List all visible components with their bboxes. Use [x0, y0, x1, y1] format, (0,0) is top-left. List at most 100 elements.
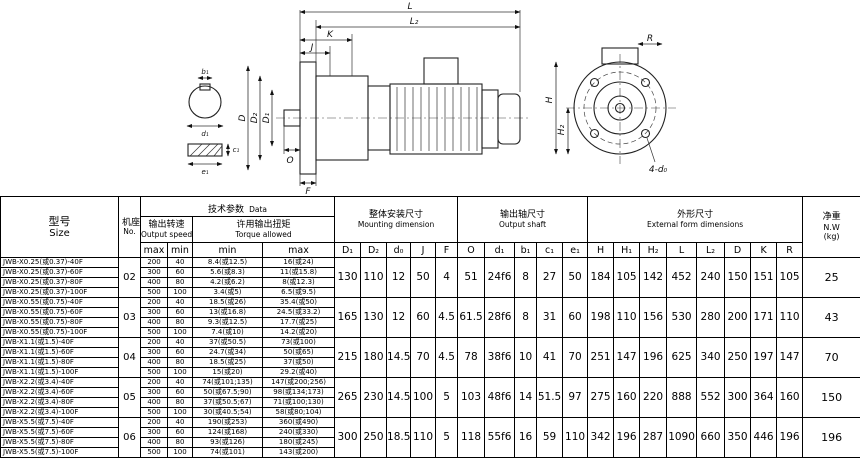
frame-no-cell: 04 [118, 337, 141, 378]
col-header-J: J [410, 242, 437, 258]
dim-cell: 8 [514, 257, 538, 298]
mounting-header-zh: 整体安装尺寸 [369, 209, 424, 220]
dim-cell: 197 [750, 337, 778, 378]
col-header-external: 外形尺寸 External form dimensions [587, 196, 804, 243]
speed-min-cell: 40 [167, 377, 193, 388]
dim-cell: 446 [750, 417, 778, 458]
model-cell: JWB-X5.5(或7.5)-40F [0, 417, 119, 428]
dim-cell: 251 [587, 337, 615, 378]
torque-max-cell: 16(或24) [261, 257, 336, 268]
dim-label-D2: D₂ [250, 112, 260, 123]
torque-max-cell: 37(或50) [261, 357, 336, 368]
dim-cell: 196 [639, 337, 668, 378]
dim-label-O: O [286, 156, 293, 166]
dim-cell: 250 [724, 337, 752, 378]
model-cell: JWB-X2.2(或3.4)-60F [0, 387, 119, 398]
col-header-D1: D₁ [334, 242, 362, 258]
col-header-L2: L₂ [696, 242, 726, 258]
speed-min-cell: 40 [167, 297, 193, 308]
dim-cell: 4.5 [435, 337, 459, 378]
col-header-F: F [435, 242, 459, 258]
col-header-mounting: 整体安装尺寸 Mounting dimension [334, 196, 459, 243]
torque-min-cell: 5.6(或8.3) [192, 267, 263, 278]
torque-max-cell: 6.5(或9.5) [261, 287, 336, 298]
col-header-e1: e₁ [562, 242, 589, 258]
dim-cell: 24f6 [484, 257, 516, 298]
dim-cell: 60 [410, 297, 437, 338]
torque-max-cell: 8(或12.3) [261, 277, 336, 288]
col-header-weight: 净重 N.W (kg) [802, 196, 860, 258]
dim-cell: 196 [776, 417, 804, 458]
speed-header-zh: 输出转速 [148, 219, 185, 230]
dim-cell: 452 [666, 257, 698, 298]
speed-header-en: Output speed [141, 229, 193, 239]
torque-header-zh: 许用输出扭矩 [236, 219, 291, 230]
col-header-model: 型号 Size [0, 196, 119, 258]
torque-min-cell: 37(或50.5) [192, 337, 263, 348]
col-header-K: K [750, 242, 778, 258]
dim-cell: 220 [639, 377, 668, 418]
spec-table: 型号 Size 机座号 No. 技术参数 Data 整体安装尺寸 Mountin… [0, 196, 860, 458]
speed-min-cell: 80 [167, 397, 193, 408]
dim-cell: 5 [435, 417, 459, 458]
dim-cell: 300 [724, 377, 752, 418]
mounting-header-en: Mounting dimension [357, 219, 435, 229]
speed-max-cell: 300 [140, 387, 168, 398]
frame-header-zh: 机座号 [122, 217, 141, 228]
torque-max-cell: 180(或245) [261, 437, 336, 448]
dim-cell: 142 [639, 257, 668, 298]
tech-header-zh: 技术参数 [208, 205, 245, 215]
speed-min-cell: 40 [167, 257, 193, 268]
speed-min-cell: 100 [167, 407, 193, 418]
col-header-speed-min: min [167, 242, 193, 258]
dim-label-R: R [647, 34, 653, 44]
dim-cell: 160 [613, 377, 641, 418]
torque-max-cell: 11(或15.8) [261, 267, 336, 278]
col-header-O: O [457, 242, 486, 258]
dim-label-d1: d₁ [201, 130, 208, 138]
dim-label-D: D [238, 114, 248, 121]
speed-min-cell: 40 [167, 417, 193, 428]
dim-cell: 48f6 [484, 377, 516, 418]
torque-min-cell: 50(或67.5;90) [192, 387, 263, 398]
dim-cell: 156 [639, 297, 668, 338]
dim-cell: 110 [360, 257, 388, 298]
dim-label-H2: H₂ [557, 124, 567, 135]
torque-max-cell: 24.5(或33.2) [261, 307, 336, 318]
dim-cell: 5 [435, 377, 459, 418]
speed-max-cell: 400 [140, 357, 168, 368]
frame-no-cell: 03 [118, 297, 141, 338]
dim-cell: 265 [334, 377, 362, 418]
dim-cell: 103 [457, 377, 486, 418]
dim-cell: 110 [776, 297, 804, 338]
technical-drawing: b₁ d₁ c₁ e₁ D D₂ D₁ [0, 0, 860, 196]
dim-cell: 196 [613, 417, 641, 458]
frame-no-cell: 05 [118, 377, 141, 418]
torque-max-cell: 35.4(或50) [261, 297, 336, 308]
dim-cell: 10 [514, 337, 538, 378]
dim-cell: 530 [666, 297, 698, 338]
dim-cell: 250 [360, 417, 388, 458]
model-header-en: Size [49, 228, 70, 240]
dim-cell: 888 [666, 377, 698, 418]
speed-max-cell: 300 [140, 307, 168, 318]
frame-no-cell: 02 [118, 257, 141, 298]
dim-cell: 14.5 [386, 377, 412, 418]
dim-cell: 1090 [666, 417, 698, 458]
speed-max-cell: 200 [140, 257, 168, 268]
dim-cell: 51.5 [536, 377, 564, 418]
col-header-torque-max: max [261, 242, 336, 258]
speed-min-cell: 100 [167, 367, 193, 378]
dim-cell: 184 [587, 257, 615, 298]
model-cell: JWB-X1.1(或1.5)-80F [0, 357, 119, 368]
speed-min-cell: 40 [167, 337, 193, 348]
speed-max-cell: 300 [140, 347, 168, 358]
dim-cell: 105 [776, 257, 804, 298]
speed-max-cell: 500 [140, 447, 168, 458]
dim-cell: 97 [562, 377, 589, 418]
dim-cell: 340 [696, 337, 726, 378]
